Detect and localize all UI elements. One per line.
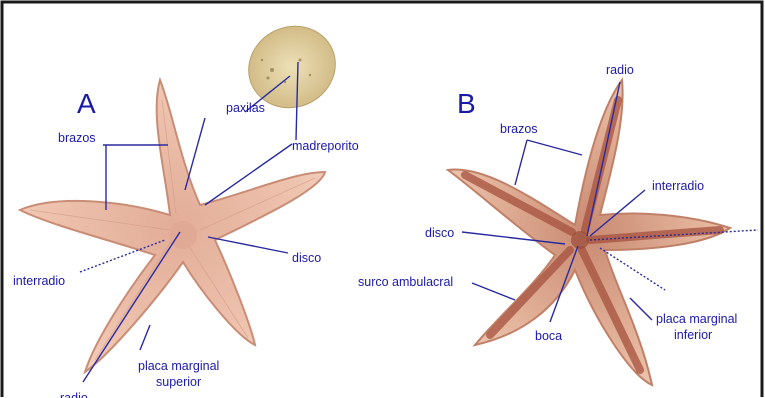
label-interradio-b: interradio — [652, 179, 704, 193]
label-boca: boca — [535, 329, 562, 343]
starfish-a-disc — [169, 221, 197, 249]
panel-a-letter: A — [77, 88, 96, 119]
label-radio-b: radio — [606, 63, 634, 77]
label-radio-a: radio — [60, 391, 88, 398]
label-paxilas: paxilas — [226, 101, 265, 115]
label-disco-b: disco — [425, 226, 454, 240]
label-placa-marginal-superior-line2: superior — [156, 375, 201, 389]
label-surco-ambulacral: surco ambulacral — [358, 275, 453, 289]
starfish-b-mouth — [571, 231, 589, 249]
label-brazos-a: brazos — [58, 131, 96, 145]
label-interradio-a: interradio — [13, 274, 65, 288]
label-placa-marginal-inferior-line2: inferior — [674, 328, 712, 342]
panel-b-letter: B — [457, 88, 476, 119]
starfish-a — [20, 80, 325, 372]
label-placa-marginal-inferior-line1: placa marginal — [656, 312, 737, 326]
label-madreporito: madreporito — [292, 139, 359, 153]
label-brazos-b: brazos — [500, 122, 538, 136]
label-placa-marginal-superior-line1: placa marginal — [138, 359, 219, 373]
label-disco-a: disco — [292, 251, 321, 265]
